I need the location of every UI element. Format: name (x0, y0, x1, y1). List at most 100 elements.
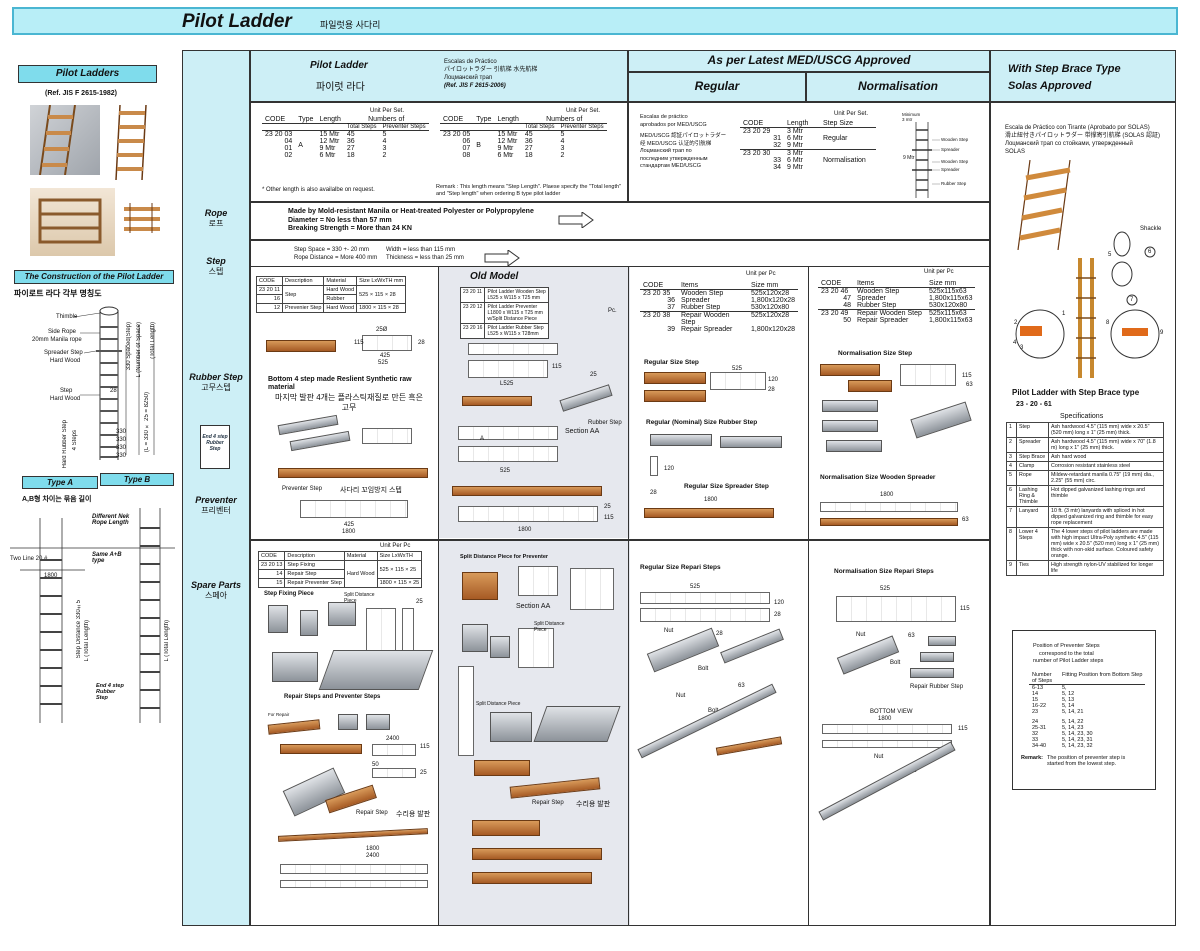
preventer-korean: 사다리 꼬임방지 스텝 (340, 487, 402, 494)
jis-unit-b: Unit Per Set. (566, 108, 601, 114)
old-dim-l525: L525 (500, 381, 514, 387)
med-dim-120: 120 (768, 377, 779, 383)
dim-spaced: 330 Spaced(Step) (126, 322, 132, 371)
repair-dim-25: 25 (420, 770, 427, 776)
diff-note: Different Nek Rope Length (92, 514, 130, 526)
fixing-plate-photo (272, 652, 318, 682)
repair-drawing-2 (372, 768, 416, 778)
norm-dim-1800: 1800 (880, 492, 894, 498)
spare-old-fixing-drawing (518, 628, 554, 668)
old-dim-115-b: 115 (604, 515, 614, 521)
part-spreader: Spreader Step (44, 350, 83, 356)
spare-med-dim-120: 120 (774, 600, 785, 606)
rubber-korean: 마지막 발판 4개는 플라스틱재질로 만든 흑은 고무 (274, 393, 424, 412)
ladder-photo-3 (30, 188, 115, 256)
construction-label: The Construction of the Pilot Ladder (14, 270, 174, 284)
step-drawing (362, 335, 412, 351)
jis-title-korean: 파이럿 라다 (316, 82, 365, 93)
callout-4: 4 (1013, 340, 1017, 346)
callout-1: 1 (1062, 311, 1066, 317)
old-wood-photo (462, 396, 532, 406)
ladder-photo-1 (30, 104, 100, 176)
dim-28: 28 (110, 388, 117, 394)
old-model-title: Old Model (470, 271, 519, 282)
old-section-aa: Section AA (565, 428, 600, 435)
norm-step-wood-1 (820, 364, 880, 376)
repair-drawing-1 (372, 744, 416, 756)
page-title-korean: 파일럿용 사다리 (320, 20, 381, 30)
step-arrow (484, 249, 520, 268)
old-rubber-drawing-2 (458, 446, 558, 462)
dim-330-c: 330 (116, 445, 127, 451)
old-dim-25: 25 (590, 372, 597, 378)
spare-norm-title: Normalisation Size Repari Steps (834, 568, 934, 575)
spare-old-long-wood (472, 848, 602, 860)
spare-split-label: Split Distance Piece (344, 592, 375, 604)
brace-header-box (990, 50, 1176, 102)
old-model-unit: Pc. (608, 308, 617, 314)
spare-old-chain (458, 666, 474, 756)
preventer-wood-photo (278, 468, 428, 478)
brace-title-2: Solas Approved (1008, 80, 1092, 92)
med-step-unit: Unit per Pc (746, 271, 776, 277)
old-preventer-wood (452, 486, 602, 496)
brace-photo (1010, 159, 1090, 251)
row-label-rope: Rope 로프 (204, 208, 228, 228)
brace-box (990, 102, 1176, 926)
row-label-preventer: Preventer 프리벤터 (195, 495, 237, 515)
callout-2: 2 (1014, 320, 1018, 326)
spare-norm-nut: Nut (856, 632, 866, 638)
step-wood-photo (266, 340, 336, 352)
row-label-spare-parts: Spare Parts 스페아 (190, 580, 242, 600)
spare-med-dim-28: 28 (774, 612, 781, 618)
spec-title: Specifications (1060, 413, 1104, 420)
ladder-photo-4 (120, 203, 162, 233)
spare-norm-dim-115-b: 115 (958, 726, 968, 732)
repair-prev-label: Repair Steps and Preventer Steps (284, 694, 381, 700)
dim-total: (Total Length) (150, 322, 156, 359)
med-rubber-dim-120: 120 (664, 466, 675, 472)
norm-rubber-photo-2 (822, 420, 878, 432)
repair-dim-50: 50 (372, 762, 379, 768)
jis-multilang: Escalas de Práctico パイロットラダー 引航梯 水先航梯 Ло… (444, 59, 538, 89)
spare-old-board (533, 706, 621, 742)
old-step-drawing-2 (468, 360, 548, 378)
med-rubber-label: Regular (Nominal) Size Rubber Step (646, 419, 758, 426)
brace-diagram (1010, 218, 1175, 380)
spare-norm-rubber-label: Repair Rubber Step (910, 684, 964, 690)
repair-long-drawing-1 (280, 864, 428, 874)
repair-korean: 수리용 발판 (396, 811, 431, 818)
spare-old-repair-korean: 수리용 발판 (576, 801, 611, 808)
med-step-wood-1 (644, 372, 706, 384)
spare-med-dim-28-b: 28 (716, 631, 723, 637)
rubber-note: Bottom 4 step made Reslient Synthetic ra… (268, 376, 412, 391)
part-manila: 20mm Manila rope (32, 337, 82, 343)
repair-dim-115: 115 (420, 744, 430, 750)
divider-h (250, 266, 990, 267)
same-note: Same A+B type (92, 552, 122, 564)
title-bar: Pilot Ladder 파일럿용 사다리 (12, 7, 1178, 35)
spare-norm-bottom-view: BOTTOM VIEW (870, 709, 913, 715)
